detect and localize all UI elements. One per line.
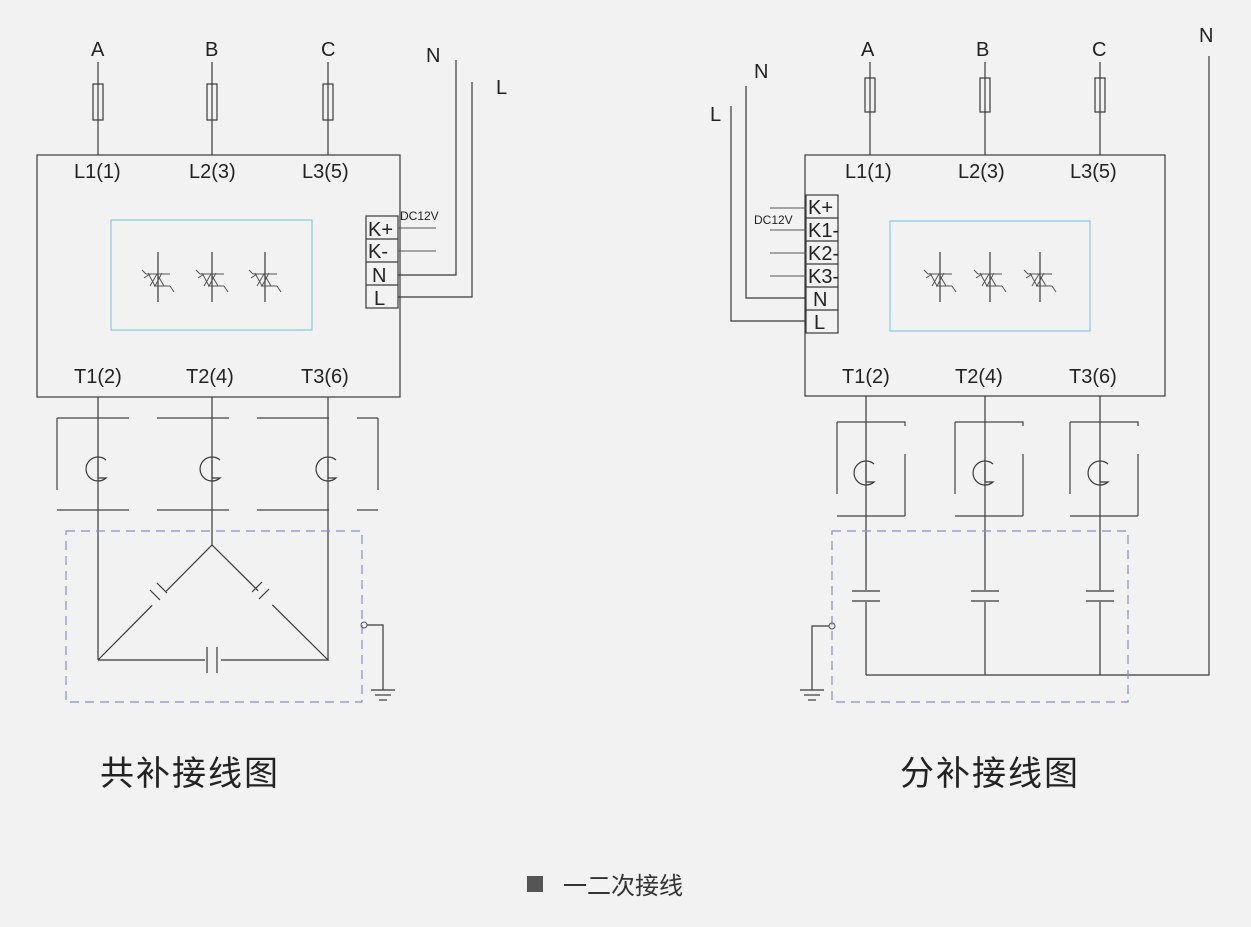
left-phase-c: C [321,39,335,61]
right-thyristor-icon-1 [923,251,957,303]
right-dc-label: DC12V [754,213,793,227]
left-input-l3: L3(5) [302,161,349,183]
right-output-t3: T3(6) [1069,366,1117,388]
left-ct-icon-3 [315,456,337,482]
right-terminal-k1: K1- [808,220,839,242]
right-phase-a: A [861,39,875,61]
right-ct-box-1 [836,421,906,517]
right-output-t2: T2(4) [955,366,1003,388]
left-thyristor-icon-2 [195,251,229,303]
left-ct-icon-1 [85,456,107,482]
left-diagram: A B C L1(1) L2(3) L3(5) T1(2) T2(4) T3(6… [36,39,507,703]
right-terminal-k2: K2- [808,243,839,265]
right-terminal-block: K+ K1- K2- K3- N L DC12V [730,86,839,334]
right-input-l2: L2(3) [958,161,1005,183]
right-ct-box-3 [1069,421,1139,517]
right-neutral-n: N [1199,25,1213,47]
left-output-t2: T2(4) [186,366,234,388]
left-input-l1: L1(1) [74,161,121,183]
left-output-t3: T3(6) [301,366,349,388]
right-terminal-l: L [814,312,825,334]
right-star-capacitors [852,590,1114,602]
left-ground-icon [370,689,396,701]
right-fuses [864,62,1106,155]
right-switch-module [804,154,1166,397]
right-supply-l: L [710,104,721,126]
left-capacitor-enclosure [65,530,363,703]
right-thyristor-icon-3 [1023,251,1057,303]
left-terminal-kplus: K+ [368,219,393,241]
right-ct-icon-1 [853,460,875,486]
left-terminal-kminus: K- [368,241,388,263]
right-thyristor-panel [889,220,1091,332]
left-switch-module [36,154,401,398]
right-capacitor-enclosure [831,530,1129,703]
right-phase-c: C [1092,39,1106,61]
right-ground-icon [799,689,825,701]
right-ct-icon-3 [1087,460,1109,486]
right-diagram: A B C L1(1) L2(3) L3(5) T1(2) T2(4) T3(6… [710,25,1213,703]
left-input-l2: L2(3) [189,161,236,183]
right-input-l1: L1(1) [845,161,892,183]
left-output-t1: T1(2) [74,366,122,388]
left-supply-l: L [496,77,507,99]
right-ct-box-2 [954,421,1024,517]
left-diagram-caption: 共补接线图 [100,754,280,794]
left-phase-a: A [91,39,105,61]
right-diagram-caption: 分补接线图 [900,754,1080,794]
footer-legend: 一二次接线 [527,866,683,901]
left-ct-enclosure [56,417,379,511]
right-ct-icon-2 [972,460,994,486]
left-thyristor-panel [110,219,313,331]
right-terminal-n: N [813,289,827,311]
left-thyristor-icon-3 [248,251,282,303]
left-thyristor-icon-1 [141,251,175,303]
left-terminal-block: K+ K- N L DC12V [365,60,473,310]
left-terminal-l: L [374,288,385,310]
left-terminal-n: N [372,265,386,287]
left-phase-b: B [205,39,218,61]
left-ct-icon-2 [199,456,221,482]
left-supply-n: N [426,45,440,67]
right-thyristor-icon-2 [973,251,1007,303]
right-output-t1: T1(2) [842,366,890,388]
square-bullet-icon [527,875,543,892]
left-fuses [92,62,334,155]
left-dc-label: DC12V [400,209,439,223]
left-delta-capacitors [97,544,330,673]
right-supply-n: N [754,61,768,83]
footer-label: 一二次接线 [563,872,683,900]
right-input-l3: L3(5) [1070,161,1117,183]
right-terminal-k3: K3- [808,266,839,288]
right-terminal-kplus: K+ [808,197,833,219]
right-phase-b: B [976,39,989,61]
